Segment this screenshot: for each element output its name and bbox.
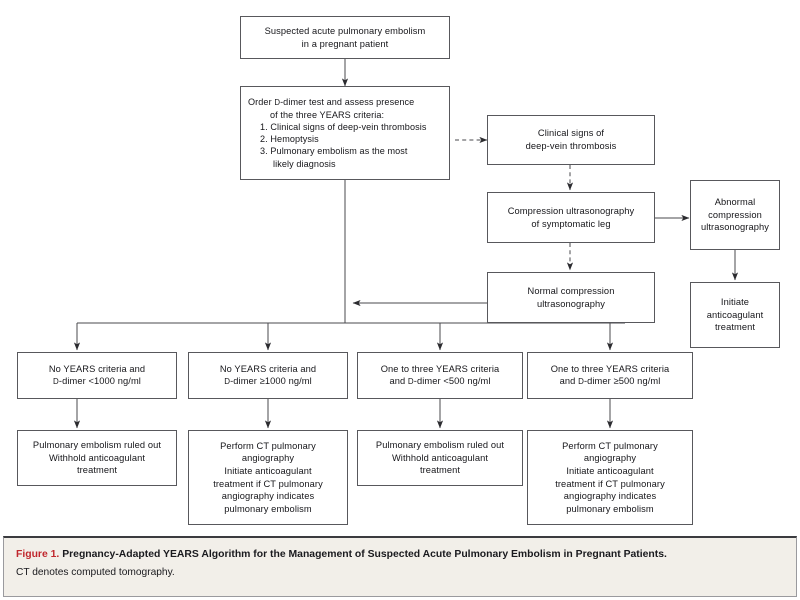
outcome4-line6: pulmonary embolism xyxy=(566,503,654,514)
node-clinical-signs-dvt-line1: Clinical signs of xyxy=(537,128,605,139)
node-compression-us-line1: Compression ultrasonography xyxy=(507,205,635,216)
node-branch-one-to-three-years-dimer-lt500: One to three YEARS criteria and d-dimer … xyxy=(357,352,523,399)
branch3-line2: and d-dimer <500 ng/ml xyxy=(389,376,491,387)
node-outcome-pe-ruled-out-2: Pulmonary embolism ruled out Withhold an… xyxy=(357,430,523,486)
node-suspected-pe: Suspected acute pulmonary embolism in a … xyxy=(240,16,450,59)
figure-caption-title-line: Figure 1. Pregnancy-Adapted YEARS Algori… xyxy=(16,547,784,562)
node-clinical-signs-dvt-line2: deep-vein thrombosis xyxy=(525,141,617,151)
node-abnormal-us-line1: Abnormal xyxy=(714,197,756,208)
node-compression-ultrasonography: Compression ultrasonography of symptomat… xyxy=(487,192,655,243)
node-abnormal-us-line2: compression xyxy=(708,209,762,220)
figure-caption-title: Pregnancy-Adapted YEARS Algorithm for th… xyxy=(62,549,667,560)
branch1-line1: No YEARS criteria and xyxy=(48,363,146,374)
years-criterion-3-cont: likely diagnosis xyxy=(273,158,336,169)
node-initiate-line1: Initiate xyxy=(720,297,750,308)
outcome4-line3: Initiate anticoagulant xyxy=(566,465,654,476)
years-criterion-2: 2. Hemoptysis xyxy=(260,134,319,145)
node-branch-one-to-three-years-dimer-gte500: One to three YEARS criteria and d-dimer … xyxy=(527,352,693,399)
outcome3-line2: Withhold anticoagulant xyxy=(391,452,489,463)
outcome4-line5: angiography indicates xyxy=(563,491,657,502)
small-caps-d: d xyxy=(53,377,59,387)
node-years-assessment: Order d-dimer test and assess presence o… xyxy=(240,86,450,180)
node-outcome-ct-angiography-2: Perform CT pulmonary angiography Initiat… xyxy=(527,430,693,525)
node-branch-no-years-dimer-gte1000: No YEARS criteria and d-dimer ≥1000 ng/m… xyxy=(188,352,348,399)
figure-caption-panel: Figure 1. Pregnancy-Adapted YEARS Algori… xyxy=(3,536,797,597)
figure-caption-note: CT denotes computed tomography. xyxy=(16,567,175,579)
node-abnormal-compression-ultrasonography: Abnormal compression ultrasonography xyxy=(690,180,780,250)
outcome2-line6: pulmonary embolism xyxy=(224,503,312,514)
outcome2-line3: Initiate anticoagulant xyxy=(224,465,312,476)
years-criterion-1: 1. Clinical signs of deep-vein thrombosi… xyxy=(260,121,427,132)
outcome4-line4: treatment if CT pulmonary xyxy=(555,478,665,489)
years-line-1: Order d-dimer test and assess presence xyxy=(248,97,415,108)
outcome4-line2: angiography xyxy=(583,453,637,464)
node-clinical-signs-dvt: Clinical signs of deep-vein thrombosis xyxy=(487,115,655,165)
node-normal-us-line2: ultrasonography xyxy=(536,298,606,309)
branch4-line1: One to three YEARS criteria xyxy=(550,363,670,374)
node-initiate-anticoagulant-treatment: Initiate anticoagulant treatment xyxy=(690,282,780,348)
node-outcome-pe-ruled-out-1: Pulmonary embolism ruled out Withhold an… xyxy=(17,430,177,486)
branch1-line2: d-dimer <1000 ng/ml xyxy=(53,376,141,387)
outcome3-line3: treatment xyxy=(419,465,461,476)
outcome1-line3: treatment xyxy=(76,465,118,476)
small-caps-d: d xyxy=(224,377,231,387)
outcome2-line4: treatment if CT pulmonary xyxy=(213,478,323,489)
flowchart-diagram: Suspected acute pulmonary embolism in a … xyxy=(17,16,780,525)
node-outcome-ct-angiography-1: Perform CT pulmonary angiography Initiat… xyxy=(188,430,348,525)
outcome4-line1: Perform CT pulmonary xyxy=(562,440,658,451)
branch4-line2: and d-dimer ≥500 ng/ml xyxy=(559,376,661,387)
outcome1-line1: Pulmonary embolism ruled out xyxy=(32,440,162,451)
small-caps-d: d xyxy=(578,377,584,387)
node-normal-us-line1: Normal compression xyxy=(527,285,615,296)
node-suspected-pe-line1: Suspected acute pulmonary embolism xyxy=(264,25,426,36)
node-compression-us-line2: of symptomatic leg xyxy=(531,218,611,229)
node-initiate-line3: treatment xyxy=(714,322,756,333)
branch2-line1: No YEARS criteria and xyxy=(219,363,317,374)
small-caps-d: d xyxy=(274,98,281,108)
years-criterion-3: 3. Pulmonary embolism as the most xyxy=(260,146,408,157)
branch2-line2: d-dimer ≥1000 ng/ml xyxy=(224,376,312,387)
node-normal-compression-ultrasonography: Normal compression ultrasonography xyxy=(487,272,655,323)
outcome2-line1: Perform CT pulmonary xyxy=(220,440,316,451)
figure-number-label: Figure 1. xyxy=(16,549,60,560)
outcome1-line2: Withhold anticoagulant xyxy=(48,452,146,463)
node-branch-no-years-dimer-lt1000: No YEARS criteria and d-dimer <1000 ng/m… xyxy=(17,352,177,399)
node-suspected-pe-line2: in a pregnant patient xyxy=(301,38,389,49)
branch3-line1: One to three YEARS criteria xyxy=(380,363,500,374)
small-caps-d: d xyxy=(407,377,414,387)
outcome2-line5: angiography indicates xyxy=(221,491,315,502)
years-line-2: of the three YEARS criteria: xyxy=(270,109,385,120)
node-abnormal-us-line3: ultrasonography xyxy=(700,222,770,233)
outcome2-line2: angiography xyxy=(241,453,295,464)
node-initiate-line2: anticoagulant xyxy=(706,309,764,320)
outcome3-line1: Pulmonary embolism ruled out xyxy=(375,440,505,451)
